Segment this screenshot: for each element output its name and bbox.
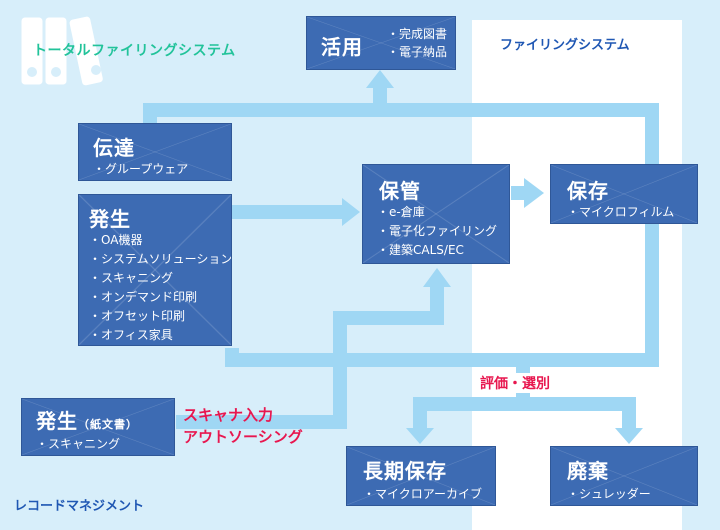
- scanner-input-label: スキャナ入力: [183, 406, 274, 424]
- item-oa-kiki: OA機器: [89, 231, 231, 250]
- box-haiki-items: シュレッダー: [567, 485, 651, 504]
- box-hassei-paper: 発生（紙文書） スキャニング: [21, 398, 175, 456]
- evaluation-label: 評価・選別: [478, 373, 552, 393]
- arrow-evaluation-split: [413, 397, 636, 432]
- arrow-heads: [342, 70, 643, 444]
- box-hassei: 発生 OA機器 システムソリューション スキャニング オンデマンド印刷 オフセッ…: [78, 194, 232, 346]
- box-dentatsu: 伝達 グループウェア: [78, 123, 232, 181]
- arrow-paper-to-hokan: [176, 285, 444, 429]
- loop-arrow-line: [143, 103, 659, 367]
- item-groupware: グループウェア: [93, 160, 188, 179]
- item-shredder: シュレッダー: [567, 485, 651, 504]
- box-dentatsu-title: 伝達: [93, 136, 135, 160]
- item-kansei-tosho: 完成図書: [387, 25, 447, 43]
- box-chouki-items: マイクロアーカイブ: [363, 485, 482, 504]
- arrowhead-haiki: [615, 428, 643, 444]
- arrowhead-hozon: [524, 178, 544, 208]
- arrowhead-hokan: [342, 198, 360, 226]
- box-hokan: 保管 e-倉庫 電子化ファイリング 建築CALS/EC: [362, 164, 510, 264]
- box-hozon: 保存 マイクロフィルム: [550, 164, 698, 224]
- box-hozon-title: 保存: [567, 179, 609, 203]
- item-micro-archive: マイクロアーカイブ: [363, 485, 482, 504]
- outsourcing-label: アウトソーシング: [183, 428, 303, 446]
- box-hassei-paper-title: 発生（紙文書）: [36, 405, 138, 434]
- box-dentatsu-items: グループウェア: [93, 160, 188, 179]
- box-hokan-items: e-倉庫 電子化ファイリング 建築CALS/EC: [377, 203, 497, 260]
- box-katsuyo: 活用 完成図書 電子納品: [306, 16, 456, 70]
- item-denshika-filing: 電子化ファイリング: [377, 222, 497, 241]
- box-chouki-hozon: 長期保存 マイクロアーカイブ: [346, 446, 496, 506]
- item-system-solution: システムソリューション: [89, 250, 231, 269]
- box-chouki-title: 長期保存: [363, 459, 447, 483]
- box-haiki-title: 廃棄: [567, 459, 609, 483]
- box-katsuyo-items: 完成図書 電子納品: [387, 25, 447, 61]
- box-hozon-items: マイクロフィルム: [567, 203, 674, 222]
- total-filing-title: トータルファイリングシステム: [33, 43, 236, 59]
- box-hokan-title: 保管: [379, 179, 421, 203]
- box-hassei-paper-note: （紙文書）: [78, 418, 138, 431]
- box-haiki: 廃棄 シュレッダー: [550, 446, 698, 506]
- filing-system-title: ファイリングシステム: [500, 38, 630, 53]
- item-office-kagu: オフィス家具: [89, 326, 231, 345]
- box-hassei-items: OA機器 システムソリューション スキャニング オンデマンド印刷 オフセット印刷…: [89, 231, 231, 345]
- arrowhead-chouki: [406, 428, 434, 444]
- item-denshi-nouhin: 電子納品: [387, 43, 447, 61]
- item-microfilm: マイクロフィルム: [567, 203, 674, 222]
- item-scanning: スキャニング: [89, 269, 231, 288]
- arrowhead-paper: [423, 268, 451, 287]
- item-e-souko: e-倉庫: [377, 203, 497, 222]
- item-paper-scanning: スキャニング: [36, 435, 120, 454]
- item-cals-ec: 建築CALS/EC: [377, 241, 497, 260]
- box-hassei-title: 発生: [89, 207, 131, 231]
- box-katsuyo-title: 活用: [321, 35, 363, 59]
- item-ondemand: オンデマンド印刷: [89, 288, 231, 307]
- arrowhead-katsuyo: [366, 70, 394, 88]
- item-offset: オフセット印刷: [89, 307, 231, 326]
- records-management-title: レコードマネジメント: [14, 499, 145, 514]
- box-hassei-paper-items: スキャニング: [36, 435, 120, 454]
- box-hassei-paper-title-text: 発生: [36, 409, 78, 433]
